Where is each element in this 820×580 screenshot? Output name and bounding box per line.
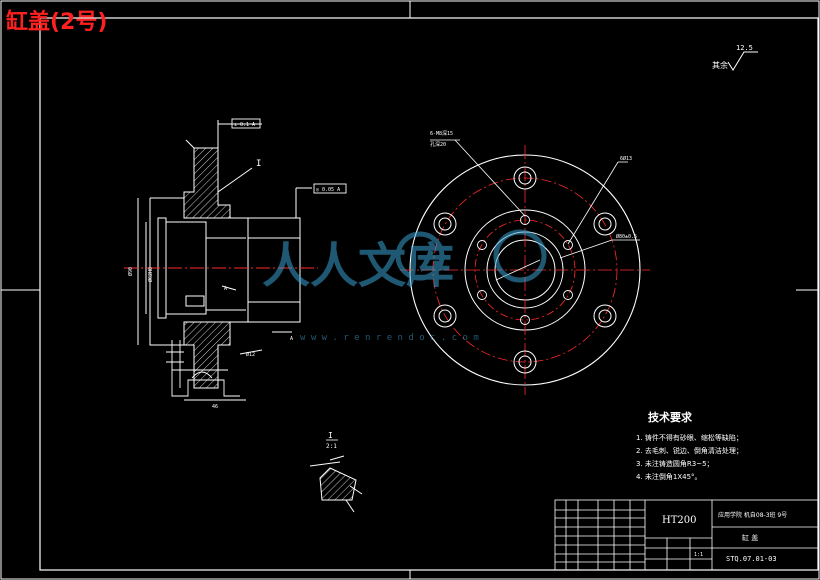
title-block-school: 应用学院 机自08-3班 9号 xyxy=(718,511,787,519)
front-view: 6-M8深15 孔深20 6Ø13 Ø80±0.5 xyxy=(400,130,650,395)
tech-req-item: 4. 未注倒角1X45°。 xyxy=(636,472,702,481)
inner-frame-border xyxy=(39,17,819,571)
detail-label-I: I xyxy=(256,159,261,169)
watermark-url: w w w . r e n r e n d o c . c o m xyxy=(300,333,479,343)
dim-a: A xyxy=(290,336,293,342)
title-block-material: HT200 xyxy=(662,515,696,526)
detail-I-view xyxy=(309,455,363,513)
tech-req-item: 3. 未注铸造圆角R3~5； xyxy=(636,459,714,468)
roughness-value: 12.5 xyxy=(736,44,753,52)
title-block-drawing-no: STQ.07.01-03 xyxy=(726,555,777,563)
detail-I-title: I xyxy=(328,431,333,440)
detail-I-scale: 2:1 xyxy=(326,443,337,450)
tech-req-item: 1. 铸件不得有砂眼、缩松等缺陷； xyxy=(636,433,743,442)
tech-req-item: 2. 去毛刺、锐边、倒角清洁处理； xyxy=(636,446,743,455)
title-block-scale: 1:1 xyxy=(694,552,703,558)
large-bolt-holes xyxy=(433,166,617,374)
dim-length: 46 xyxy=(212,404,218,410)
front-leaders xyxy=(430,139,640,281)
note-bore: Ø80±0.5 xyxy=(616,233,637,240)
tolerance-text-1: ⊥ 0.1 A xyxy=(234,122,255,128)
title-block-part-name: 缸 盖 xyxy=(742,533,758,542)
section-view xyxy=(137,120,312,401)
note-threaded-holes: 6-M8深15 xyxy=(430,130,453,137)
lower-step-detail xyxy=(166,340,240,397)
tolerance-text-2: ◎ 0.05 A xyxy=(316,187,340,193)
tolerance-frames xyxy=(231,118,347,194)
dim-r: A xyxy=(224,286,227,292)
tech-req-list: 1. 铸件不得有砂眼、缩松等缺陷； 2. 去毛刺、锐边、倒角清洁处理； 3. 未… xyxy=(636,433,743,481)
roughness-symbol xyxy=(727,51,758,71)
watermark: 人人文库 w w w . r e n r e n d o c . c o m xyxy=(262,229,547,343)
note-bolt-holes: 6Ø13 xyxy=(620,155,632,162)
page-title: 缸盖(2号) xyxy=(6,10,108,35)
dim-inner: Ø62H8 xyxy=(147,267,154,282)
title-block xyxy=(554,499,819,571)
watermark-text: 人人文库 xyxy=(262,238,454,294)
dim-tol: Ø12 xyxy=(246,351,255,358)
note-threaded-holes-2: 孔深20 xyxy=(430,141,446,148)
dim-outer: Ø90 xyxy=(127,267,134,276)
roughness-prefix: 其余 xyxy=(712,60,728,70)
tech-req-title: 技术要求 xyxy=(648,410,693,424)
small-threaded-holes xyxy=(477,215,573,325)
